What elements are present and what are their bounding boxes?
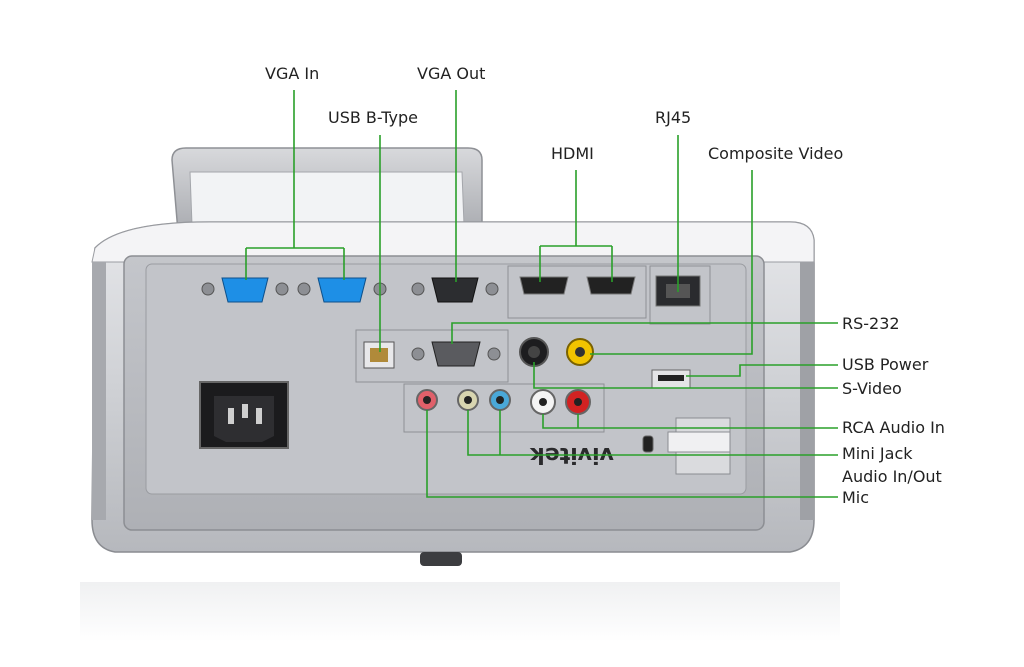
top-handle — [171, 147, 483, 233]
usb-rs232-block — [355, 329, 509, 383]
label-s-video: S-Video — [842, 379, 902, 398]
projector-body — [91, 221, 815, 553]
security-lock — [642, 435, 654, 453]
label-usb-b-type: USB B-Type — [328, 108, 418, 127]
label-vga-in: VGA In — [265, 64, 320, 83]
rca-audio-right-jack — [565, 389, 591, 415]
audio-block — [403, 383, 605, 433]
power-inlet — [199, 381, 289, 449]
label-usb-power: USB Power — [842, 355, 929, 374]
leader-hdmi — [539, 170, 613, 282]
composite-video-port — [566, 338, 594, 366]
usb-power-port — [651, 369, 691, 389]
leader-mic — [426, 410, 838, 498]
rca-audio-left-jack — [530, 389, 556, 415]
usb-b-port — [363, 341, 395, 369]
rs232-port — [411, 341, 501, 367]
side-vent — [667, 417, 731, 475]
vga-out-port — [411, 277, 499, 303]
leader-rs232 — [451, 322, 838, 344]
floor-reflection — [80, 582, 840, 642]
vga-in-2-port — [201, 277, 289, 303]
hdmi-rj45-block — [507, 265, 711, 325]
projector-foot — [420, 552, 462, 566]
label-audio-in-out: Audio In/Out — [842, 467, 942, 486]
minijack-in — [457, 389, 479, 411]
leader-rca — [542, 414, 838, 429]
leader-minijack — [467, 410, 838, 456]
leader-lines — [245, 90, 838, 498]
label-rca-audio-in: RCA Audio In — [842, 418, 945, 437]
label-vga-out: VGA Out — [417, 64, 486, 83]
label-rs232: RS-232 — [842, 314, 900, 333]
label-composite-video: Composite Video — [708, 144, 844, 163]
label-rj45: RJ45 — [655, 108, 692, 127]
leader-usb-power — [686, 364, 838, 377]
label-hdmi: HDMI — [551, 144, 594, 163]
leader-composite — [590, 170, 753, 355]
svideo-port — [519, 337, 549, 367]
mic-jack — [416, 389, 438, 411]
leader-svideo — [533, 362, 838, 389]
label-mini-jack: Mini Jack — [842, 444, 913, 463]
minijack-out — [489, 389, 511, 411]
hdmi-1-port — [586, 276, 636, 295]
label-mic: Mic — [842, 488, 870, 507]
hdmi-2-port — [519, 276, 569, 295]
vga-in-1-port — [297, 277, 387, 303]
leader-vga-in — [245, 90, 345, 280]
